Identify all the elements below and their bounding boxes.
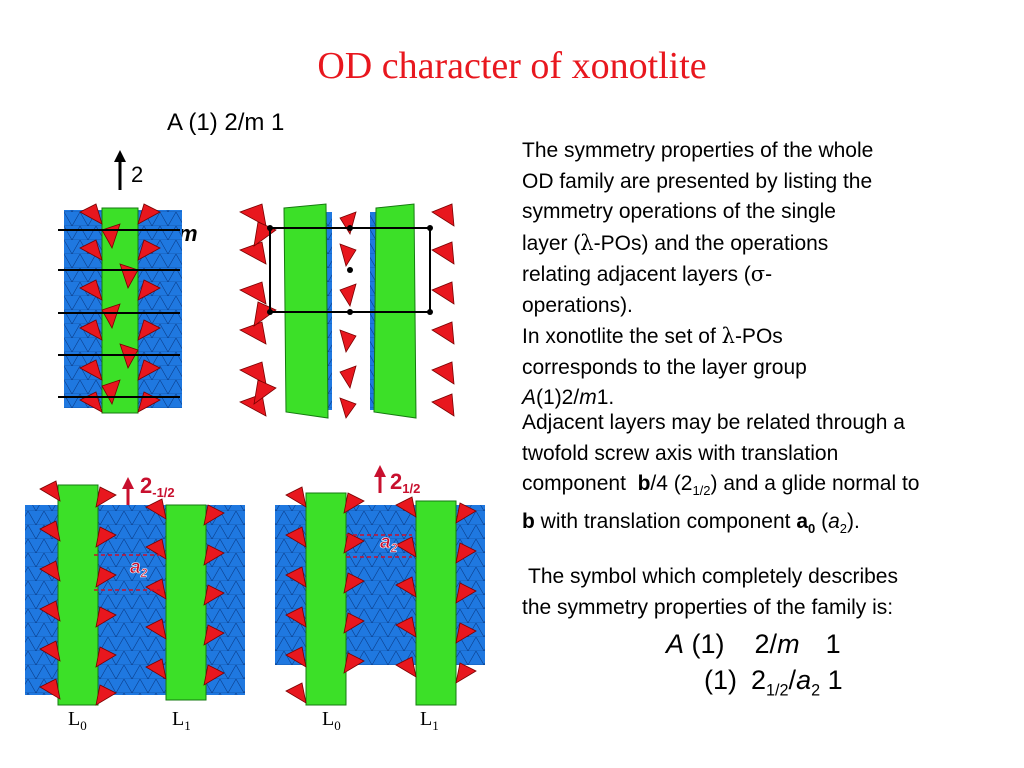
layer-projection-structure	[239, 203, 455, 419]
stacking-pair-left: 2-1/2 a2	[25, 473, 245, 706]
glide-label-main: a	[380, 532, 391, 553]
mirror-label: m	[178, 221, 198, 246]
screw-axis-main: 2	[140, 473, 152, 498]
glide-label-sub: 2	[390, 541, 398, 555]
svg-text:a2: a2	[130, 557, 148, 580]
single-layer-structure	[58, 203, 182, 414]
svg-text:2-1/2: 2-1/2	[140, 473, 175, 500]
svg-text:21/2: 21/2	[390, 469, 420, 496]
paragraph-symmetry-properties: The symmetry properties of the whole OD …	[522, 139, 874, 409]
slide-title: OD character of xonotlite	[317, 45, 707, 87]
paragraph-adjacent-layers: Adjacent layers may be related through a…	[522, 411, 920, 536]
layer-structure-figure: A (1) 2/m 1 2 m	[58, 109, 455, 419]
twofold-axis-arrow-icon	[114, 150, 126, 162]
screw-axis-sub: -1/2	[152, 485, 174, 500]
screw-axis-main: 2	[390, 469, 402, 494]
glide-label-main: a	[130, 557, 141, 578]
stacking-pair-right: 21/2 a2	[275, 465, 485, 706]
paragraph-family-symbol: The symbol which completely describes th…	[522, 565, 898, 619]
axis-label: 2	[131, 162, 143, 187]
screw-axis-arrow-icon	[122, 477, 134, 489]
screw-axis-arrow-icon	[374, 465, 386, 477]
layer-group-label: A (1) 2/m 1	[167, 109, 284, 136]
svg-text:a2: a2	[380, 532, 398, 555]
glide-label-sub: 2	[140, 566, 148, 580]
layer-label-l0-left: L0	[68, 708, 87, 733]
screw-axis-sub: 1/2	[402, 481, 420, 496]
stacking-figure: 2-1/2 a2 21/2 a2	[25, 465, 485, 706]
layer-label-l1-right: L1	[420, 708, 439, 733]
layer-label-l1-left: L1	[172, 708, 191, 733]
layer-label-l0-right: L0	[322, 708, 341, 733]
od-symbol-row2: (1)21/2/a2 1	[704, 665, 843, 700]
